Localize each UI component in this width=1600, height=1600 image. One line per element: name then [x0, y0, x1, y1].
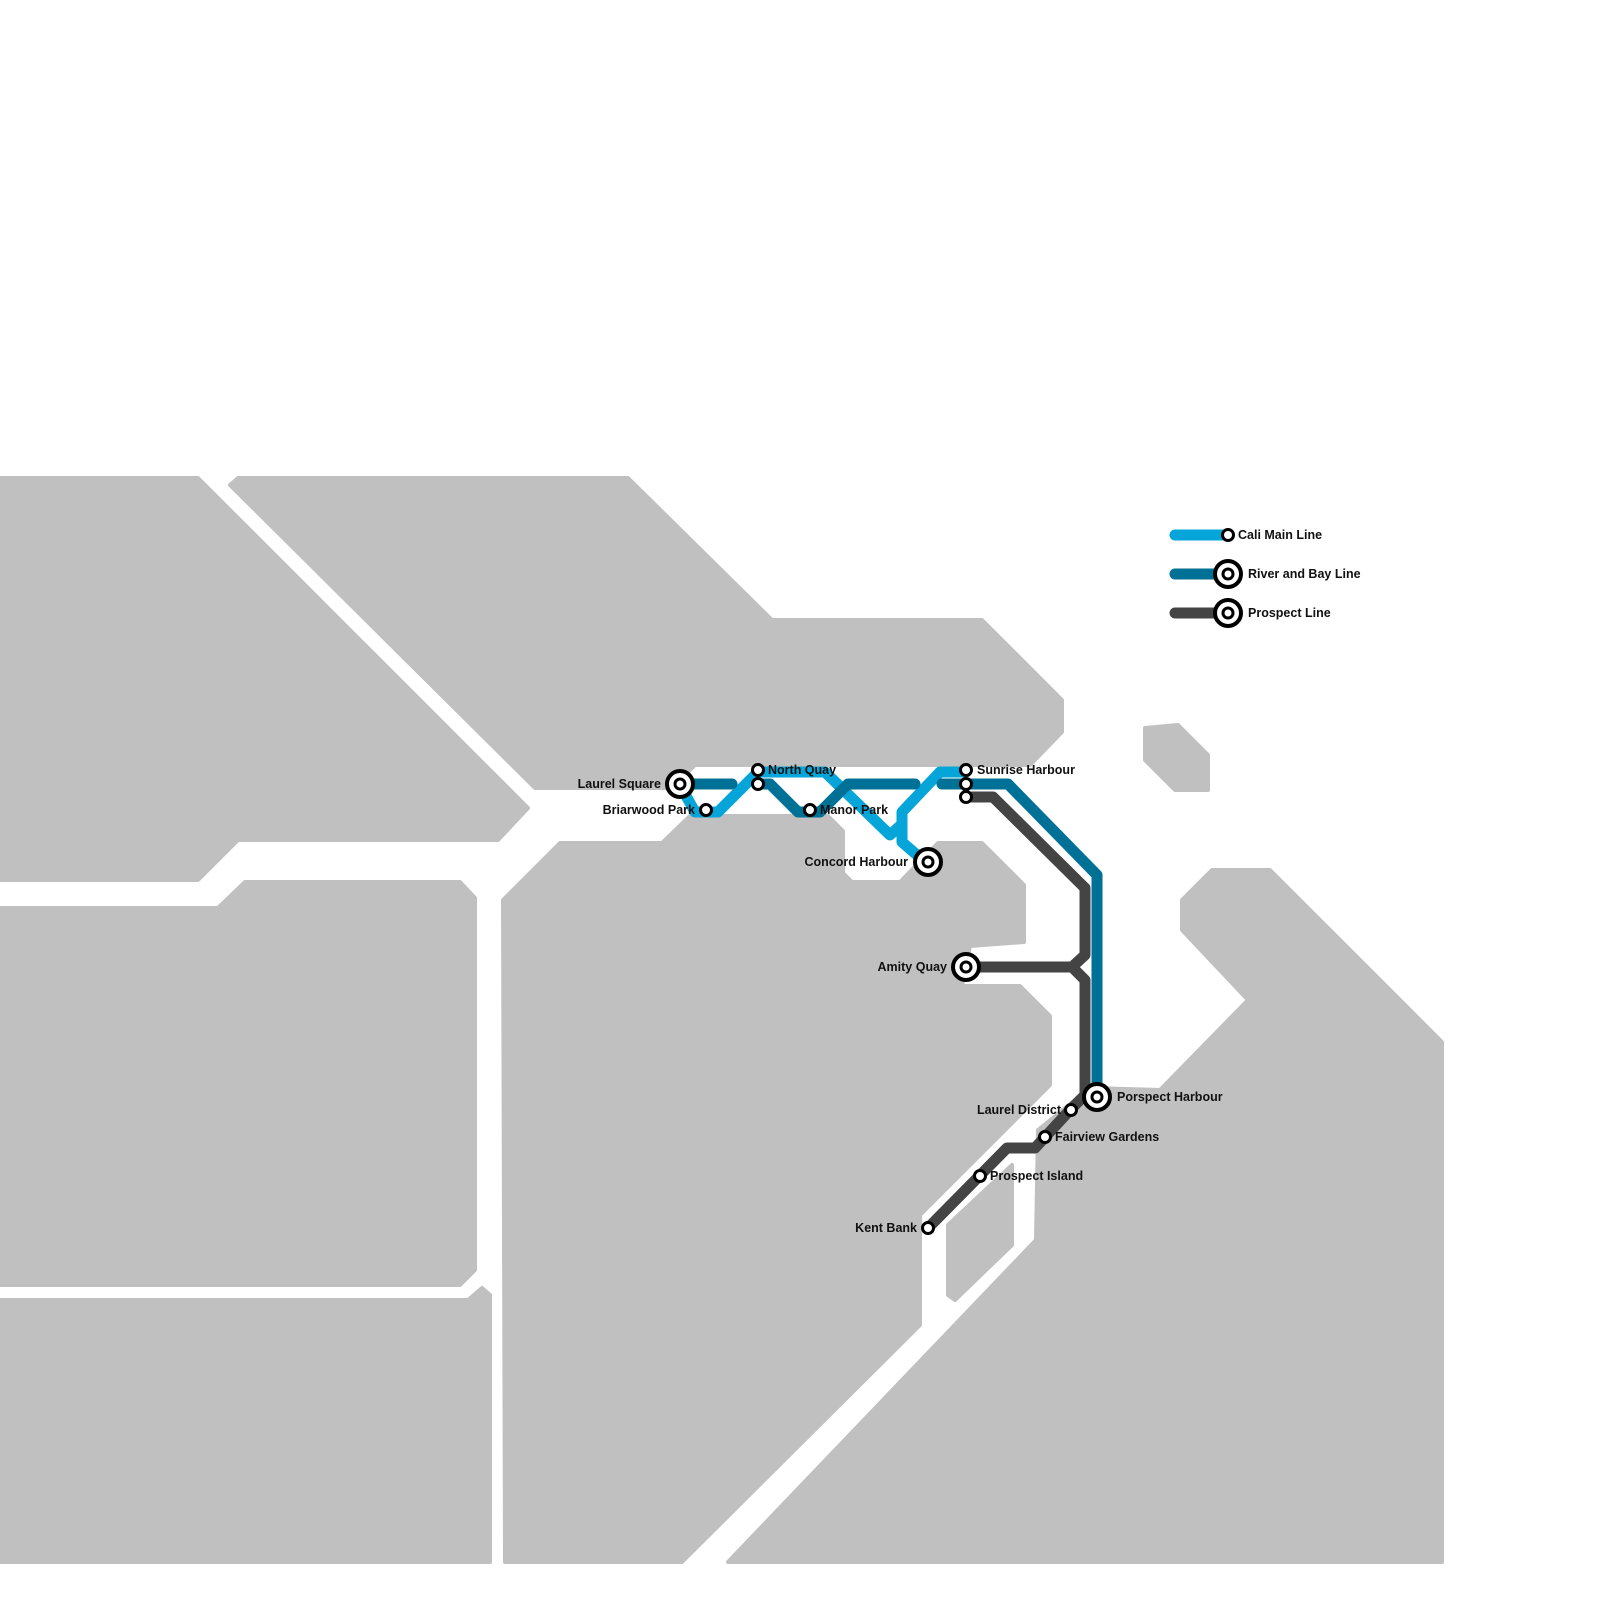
- land-area: [0, 476, 530, 882]
- land-area: [726, 868, 1444, 1564]
- legend-label: Prospect Line: [1248, 606, 1331, 620]
- station-porspect-harbour[interactable]: Porspect Harbour: [1082, 1082, 1223, 1112]
- legend-label: Cali Main Line: [1238, 528, 1322, 542]
- station-icon[interactable]: [1064, 1103, 1078, 1117]
- station-kent-bank[interactable]: Kent Bank: [855, 1221, 935, 1235]
- station-label: Sunrise Harbour: [977, 763, 1075, 777]
- station-concord-harbour[interactable]: Concord Harbour: [805, 847, 943, 877]
- station-icon[interactable]: [959, 790, 973, 804]
- river-line-segment: [936, 778, 1103, 1103]
- interchange-core: [1221, 567, 1235, 581]
- land-areas: [0, 476, 1444, 1564]
- legend-item: Cali Main Line: [1169, 528, 1322, 542]
- legend-item: River and Bay Line: [1169, 559, 1361, 589]
- station-icon[interactable]: [751, 777, 765, 791]
- station-icon[interactable]: [1221, 528, 1235, 542]
- interchange-core: [959, 960, 973, 974]
- land-area: [0, 1286, 492, 1564]
- land-area: [228, 476, 1064, 790]
- station-label: Amity Quay: [878, 960, 948, 974]
- interchange-core: [1221, 606, 1235, 620]
- station-icon[interactable]: [959, 777, 973, 791]
- station-icon[interactable]: [959, 763, 973, 777]
- station-fairview-gardens[interactable]: Fairview Gardens: [1038, 1130, 1160, 1144]
- station-label: Prospect Island: [990, 1169, 1083, 1183]
- station-icon[interactable]: [751, 763, 765, 777]
- station-icon[interactable]: [973, 1169, 987, 1183]
- station-label: Porspect Harbour: [1117, 1090, 1223, 1104]
- station-icon[interactable]: [699, 803, 713, 817]
- station-north-quay[interactable]: North Quay: [751, 763, 837, 791]
- interchange-core: [673, 777, 687, 791]
- station-prospect-island[interactable]: Prospect Island: [973, 1169, 1084, 1183]
- land-area: [1143, 723, 1210, 792]
- station-label: Manor Park: [820, 803, 888, 817]
- station-label: Laurel District: [977, 1103, 1062, 1117]
- station-icon[interactable]: [1038, 1130, 1052, 1144]
- station-sunrise-harbour[interactable]: Sunrise Harbour: [959, 763, 1076, 804]
- station-label: North Quay: [768, 763, 836, 777]
- station-label: Concord Harbour: [805, 855, 909, 869]
- station-label: Kent Bank: [855, 1221, 917, 1235]
- station-label: Fairview Gardens: [1055, 1130, 1159, 1144]
- land-area: [946, 1163, 1014, 1302]
- station-label: Laurel Square: [578, 777, 661, 791]
- station-manor-park[interactable]: Manor Park: [803, 803, 889, 817]
- station-icon[interactable]: [921, 1221, 935, 1235]
- station-laurel-district[interactable]: Laurel District: [977, 1103, 1078, 1117]
- station-amity-quay[interactable]: Amity Quay: [878, 952, 981, 982]
- land-area: [501, 814, 1052, 1564]
- legend-item: Prospect Line: [1169, 598, 1331, 628]
- station-briarwood-park[interactable]: Briarwood Park: [603, 803, 713, 817]
- legend-label: River and Bay Line: [1248, 567, 1361, 581]
- station-icon[interactable]: [803, 803, 817, 817]
- interchange-core: [1090, 1090, 1104, 1104]
- station-label: Briarwood Park: [603, 803, 695, 817]
- land-area: [0, 880, 477, 1287]
- interchange-core: [921, 855, 935, 869]
- station-laurel-square[interactable]: Laurel Square: [578, 769, 695, 799]
- prospect-line-segment: [960, 791, 1091, 973]
